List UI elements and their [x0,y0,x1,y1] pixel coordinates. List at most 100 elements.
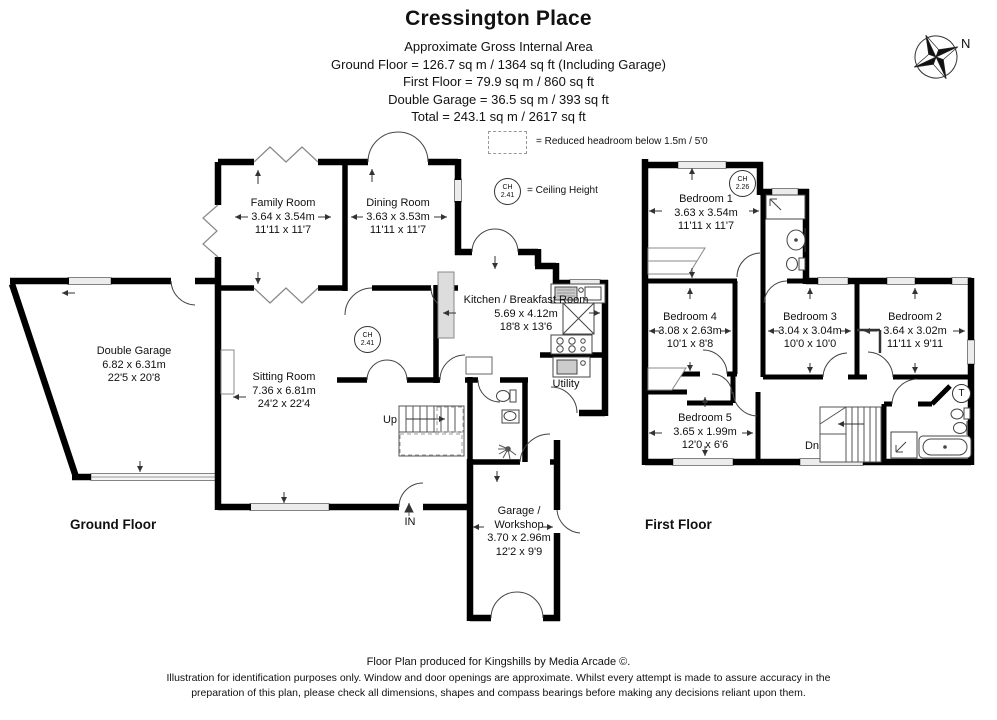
room-dims-imperial: 24'2 x 22'4 [257,398,311,410]
first-doors [702,252,918,417]
area-line: Double Garage = 36.5 sq m / 393 sq ft [388,91,609,107]
reduced-headroom-legend-label: = Reduced headroom below 1.5m / 5'0 [536,136,708,147]
room-dims-metric: 3.64 x 3.54m [251,210,315,223]
room-dims-imperial: 10'1 x 8'8 [666,338,714,350]
reduced-headroom-area [399,406,464,456]
north-label: N [961,36,971,51]
first-dimension-arrows [649,168,965,456]
footer-credit: Floor Plan produced for Kingshills by Me… [366,656,631,668]
ch-value: 2.41 [500,191,515,199]
first-fixtures [765,194,972,459]
entrance-label: IN [404,516,416,528]
bathroom-shower-icon [890,431,918,459]
area-line: First Floor = 79.9 sq m / 860 sq ft [402,74,595,89]
bathroom-sink-icon [953,421,968,435]
room-dims-imperial: 10'0 x 10'0 [783,338,837,350]
ch-abbr: CH [737,176,748,183]
stairs-down-icon [819,406,882,463]
room-dims-imperial: 11'11 x 11'7 [677,220,735,232]
room-dims-metric: 3.04 x 3.04m [778,324,842,337]
footer-disclaimer: Illustration for identification purposes… [166,671,831,684]
room-label-bedroom-5: Bedroom 5 3.65 x 1.99m 12'0 x 6'6 [673,412,737,453]
room-dims-metric: 3.65 x 1.99m [673,425,737,438]
room-dims-imperial: 22'5 x 20'8 [107,372,161,384]
room-name: Sitting Room [252,371,316,383]
tank-icon: T [952,384,971,403]
utility-sink-icon [552,356,591,378]
room-name: Family Room [250,197,316,209]
first-ceiling-height-icon: CH 2.26 [729,170,756,197]
room-label-utility: Utility [553,378,580,392]
ceiling-height-legend-label: = Ceiling Height [527,185,598,196]
chimney-breast-icon [220,349,235,395]
room-dims-metric: 6.82 x 6.31m [102,358,166,371]
ensuite-toilet-icon [786,257,806,271]
kitchen-unit-icon [437,271,455,339]
ch-value: 2.26 [735,183,750,191]
room-name: Bedroom 1 [679,193,733,205]
room-dims-imperial: 12'0 x 6'6 [681,439,729,451]
kitchen-island-icon [562,302,595,335]
kitchen-sink-icon [550,283,606,304]
compass-icon [914,35,958,79]
ground-fixtures [220,271,606,460]
ch-value: 2.41 [360,339,375,347]
room-dims-imperial: 11'11 x 9'11 [886,338,944,350]
room-name: Bedroom 4 [663,311,717,323]
footer: Floor Plan produced for Kingshills by Me… [0,655,997,702]
room-dims-metric: 3.64 x 3.02m [883,324,947,337]
room-label-family-room: Family Room 3.64 x 3.54m 11'11 x 11'7 [251,197,316,238]
room-dims-imperial: 12'2 x 9'9 [495,545,543,558]
stairs-down-label: Dn [804,440,820,452]
ground-floor-plan [8,131,609,622]
area-line: Approximate Gross Internal Area [404,39,593,54]
stairs-up-label: Up [382,414,398,426]
room-label-bedroom-1: Bedroom 1 3.63 x 3.54m 11'11 x 11'7 [674,193,738,234]
room-name: Double Garage [96,345,172,357]
room-name: Bedroom 2 [888,311,942,323]
sink-icon [501,409,520,424]
shower-head-icon [498,444,517,460]
room-dims-metric: 3.70 x 2.96m [487,532,551,544]
room-label-bedroom-2: Bedroom 2 3.64 x 3.02m 11'11 x 9'11 [883,311,947,352]
room-dims-metric: 5.69 x 4.12m [494,307,558,320]
room-label-garage-workshop: Garage / Workshop 3.70 x 2.96m 12'2 x 9'… [487,505,551,559]
ensuite-sink-icon [786,228,806,252]
stove-icon [550,334,593,355]
room-label-dining-room: Dining Room 3.63 x 3.53m 11'11 x 11'7 [366,197,430,238]
room-name: Bedroom 3 [783,311,837,323]
room-label-sitting-room: Sitting Room 7.36 x 6.81m 24'2 x 22'4 [252,371,316,412]
room-label-bedroom-3: Bedroom 3 3.04 x 3.04m 10'0 x 10'0 [778,311,842,352]
first-floor-plan [641,159,975,466]
room-name: Bedroom 5 [678,412,732,424]
room-name: Kitchen / Breakfast Room [463,294,589,306]
area-line: Total = 243.1 sq m / 2617 sq ft [411,109,586,124]
ground-ceiling-height-icon: CH 2.41 [354,326,381,353]
tank-label: T [958,388,965,399]
room-dims-imperial: 18'8 x 13'6 [499,321,553,333]
room-label-bedroom-4: Bedroom 4 3.08 x 2.63m 10'1 x 8'8 [658,311,722,352]
appliance-icon [465,356,493,375]
area-summary: Approximate Gross Internal Area Ground F… [0,38,997,126]
room-label-kitchen: Kitchen / Breakfast Room 5.69 x 4.12m 18… [464,294,589,335]
bath-icon [918,435,972,459]
stairs-up-icon [398,405,465,457]
ground-floor-title: Ground Floor [70,517,157,532]
ground-walls [8,158,609,622]
room-dims-metric: 7.36 x 6.81m [252,384,316,397]
room-dims-metric: 3.08 x 2.63m [658,324,722,337]
room-dims-imperial: 11'11 x 11'7 [254,224,312,236]
ensuite-shower-icon [765,194,806,220]
room-dims-imperial: 11'11 x 11'7 [369,224,427,236]
dormer-bay-icon [647,247,706,391]
room-dims-metric: 3.63 x 3.53m [366,210,430,223]
first-floor-title: First Floor [645,517,712,532]
room-label-double-garage: Double Garage 6.82 x 6.31m 22'5 x 20'8 [97,345,172,386]
ch-abbr: CH [502,184,513,191]
bathroom-toilet-icon [950,407,971,420]
ch-abbr: CH [362,332,373,339]
footer-disclaimer: preparation of this plan, please check a… [191,687,806,699]
room-name: Dining Room [366,197,430,209]
